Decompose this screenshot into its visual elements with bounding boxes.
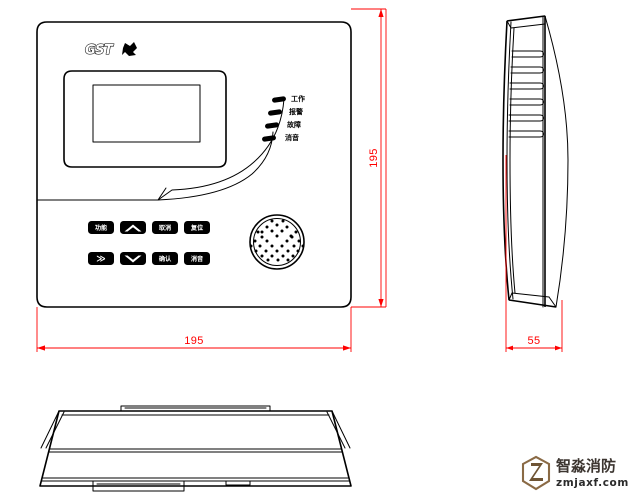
- watermark-company: 智淼消防: [556, 457, 616, 475]
- watermark: 智淼消防 zmjaxf.com: [521, 455, 629, 491]
- front-housing-outline: [36, 21, 352, 308]
- side-top-edge: [506, 15, 546, 22]
- chevron-down-icon: [124, 255, 142, 263]
- bottom-right-facet: [326, 411, 346, 449]
- bottom-left-facet-inner: [40, 410, 60, 449]
- bottom-right-facet-inner: [331, 410, 351, 449]
- key-function[interactable]: [88, 221, 114, 234]
- gst-logo: GST: [84, 42, 137, 59]
- speaker-grille: [249, 214, 305, 270]
- key-silence-label: 消音: [191, 255, 203, 263]
- diamond-logo-icon: [521, 455, 551, 491]
- dim-label-front-height: 195: [368, 148, 380, 168]
- led-alarm-indicator: [268, 109, 282, 116]
- keypad-row-1: 功能 取消 复位: [88, 221, 210, 234]
- key-cancel[interactable]: [152, 221, 178, 234]
- key-down[interactable]: [120, 252, 146, 265]
- side-bottom-edge-inner: [511, 292, 550, 298]
- side-view-dimensions: 55: [505, 155, 563, 352]
- flame-icon: [122, 42, 137, 56]
- indicator-label-silence: 消音: [285, 133, 299, 142]
- front-view-dimensions: 195 195: [36, 8, 387, 352]
- key-next[interactable]: [88, 252, 114, 265]
- front-view: 工作 报警 故障 消音 功能 取消 复位 ≫: [36, 21, 352, 308]
- led-fault-indicator: [265, 122, 279, 129]
- key-reset-label: 复位: [190, 224, 204, 232]
- indicator-led-group: [262, 96, 286, 142]
- dim-label-front-width: 195: [184, 335, 204, 347]
- key-reset[interactable]: [184, 221, 210, 234]
- side-view: [502, 15, 569, 308]
- curved-accent-band-inner: [157, 131, 274, 201]
- dim-arrow-width-left: [37, 345, 45, 351]
- indicator-label-fault: 故障: [287, 120, 301, 129]
- speaker-inner-ring: [253, 218, 301, 266]
- key-next-label: ≫: [96, 255, 105, 265]
- speaker-perforations: [249, 219, 305, 262]
- keypad-row-2: ≫ 确认 消音: [88, 252, 210, 265]
- side-dim-arrow-left: [506, 345, 513, 351]
- lcd-bezel: [63, 70, 227, 168]
- side-bottom-edge: [508, 299, 557, 308]
- vent-slot-group: [508, 50, 544, 138]
- vent-slot-6: [508, 130, 544, 138]
- key-confirm[interactable]: [152, 252, 178, 265]
- side-top-edge-inner: [510, 23, 546, 29]
- chevron-up-icon: [124, 224, 142, 232]
- vent-slot-2: [510, 66, 544, 74]
- curved-accent-band-edge: [157, 187, 167, 201]
- key-up[interactable]: [120, 221, 146, 234]
- lcd-screen: [92, 84, 201, 143]
- bottom-small-notch: [225, 480, 251, 486]
- vent-slot-5: [508, 114, 544, 122]
- vent-slot-3: [509, 82, 544, 90]
- dim-arrow-width-right: [343, 345, 351, 351]
- bottom-body-outline: [39, 410, 352, 487]
- bottom-view: [39, 405, 352, 492]
- gst-logo-text: GST: [85, 43, 114, 58]
- side-bottom-edge-link-left: [508, 292, 513, 301]
- indicator-label-work: 工作: [291, 94, 305, 103]
- vent-slot-4: [509, 98, 544, 106]
- key-silence[interactable]: [184, 252, 210, 265]
- side-top-edge-link-left: [506, 20, 512, 29]
- dim-label-side-depth: 55: [527, 335, 540, 347]
- side-seam-line: [509, 27, 516, 294]
- side-rear-profile: [544, 15, 569, 308]
- side-bottom-edge-link-right: [548, 296, 557, 308]
- led-silence-indicator: [262, 135, 276, 142]
- watermark-url: zmjaxf.com: [556, 477, 629, 489]
- vent-slot-1: [511, 50, 544, 58]
- bottom-left-facet: [45, 411, 65, 449]
- side-dim-arrow-right: [555, 345, 562, 351]
- bottom-cable-entry: [92, 480, 185, 492]
- led-work-indicator: [272, 96, 286, 103]
- side-front-profile-inner: [506, 21, 514, 300]
- curved-accent-band-outer: [37, 98, 285, 201]
- indicator-label-alarm: 报警: [289, 107, 303, 116]
- dim-arrow-height-top: [378, 9, 384, 17]
- key-confirm-label: 确认: [159, 255, 172, 263]
- key-function-label: 功能: [95, 224, 108, 232]
- speaker-outer-ring: [249, 214, 305, 270]
- key-cancel-label: 取消: [159, 224, 171, 232]
- dim-arrow-height-bottom: [378, 299, 384, 307]
- bottom-top-tab: [120, 405, 271, 412]
